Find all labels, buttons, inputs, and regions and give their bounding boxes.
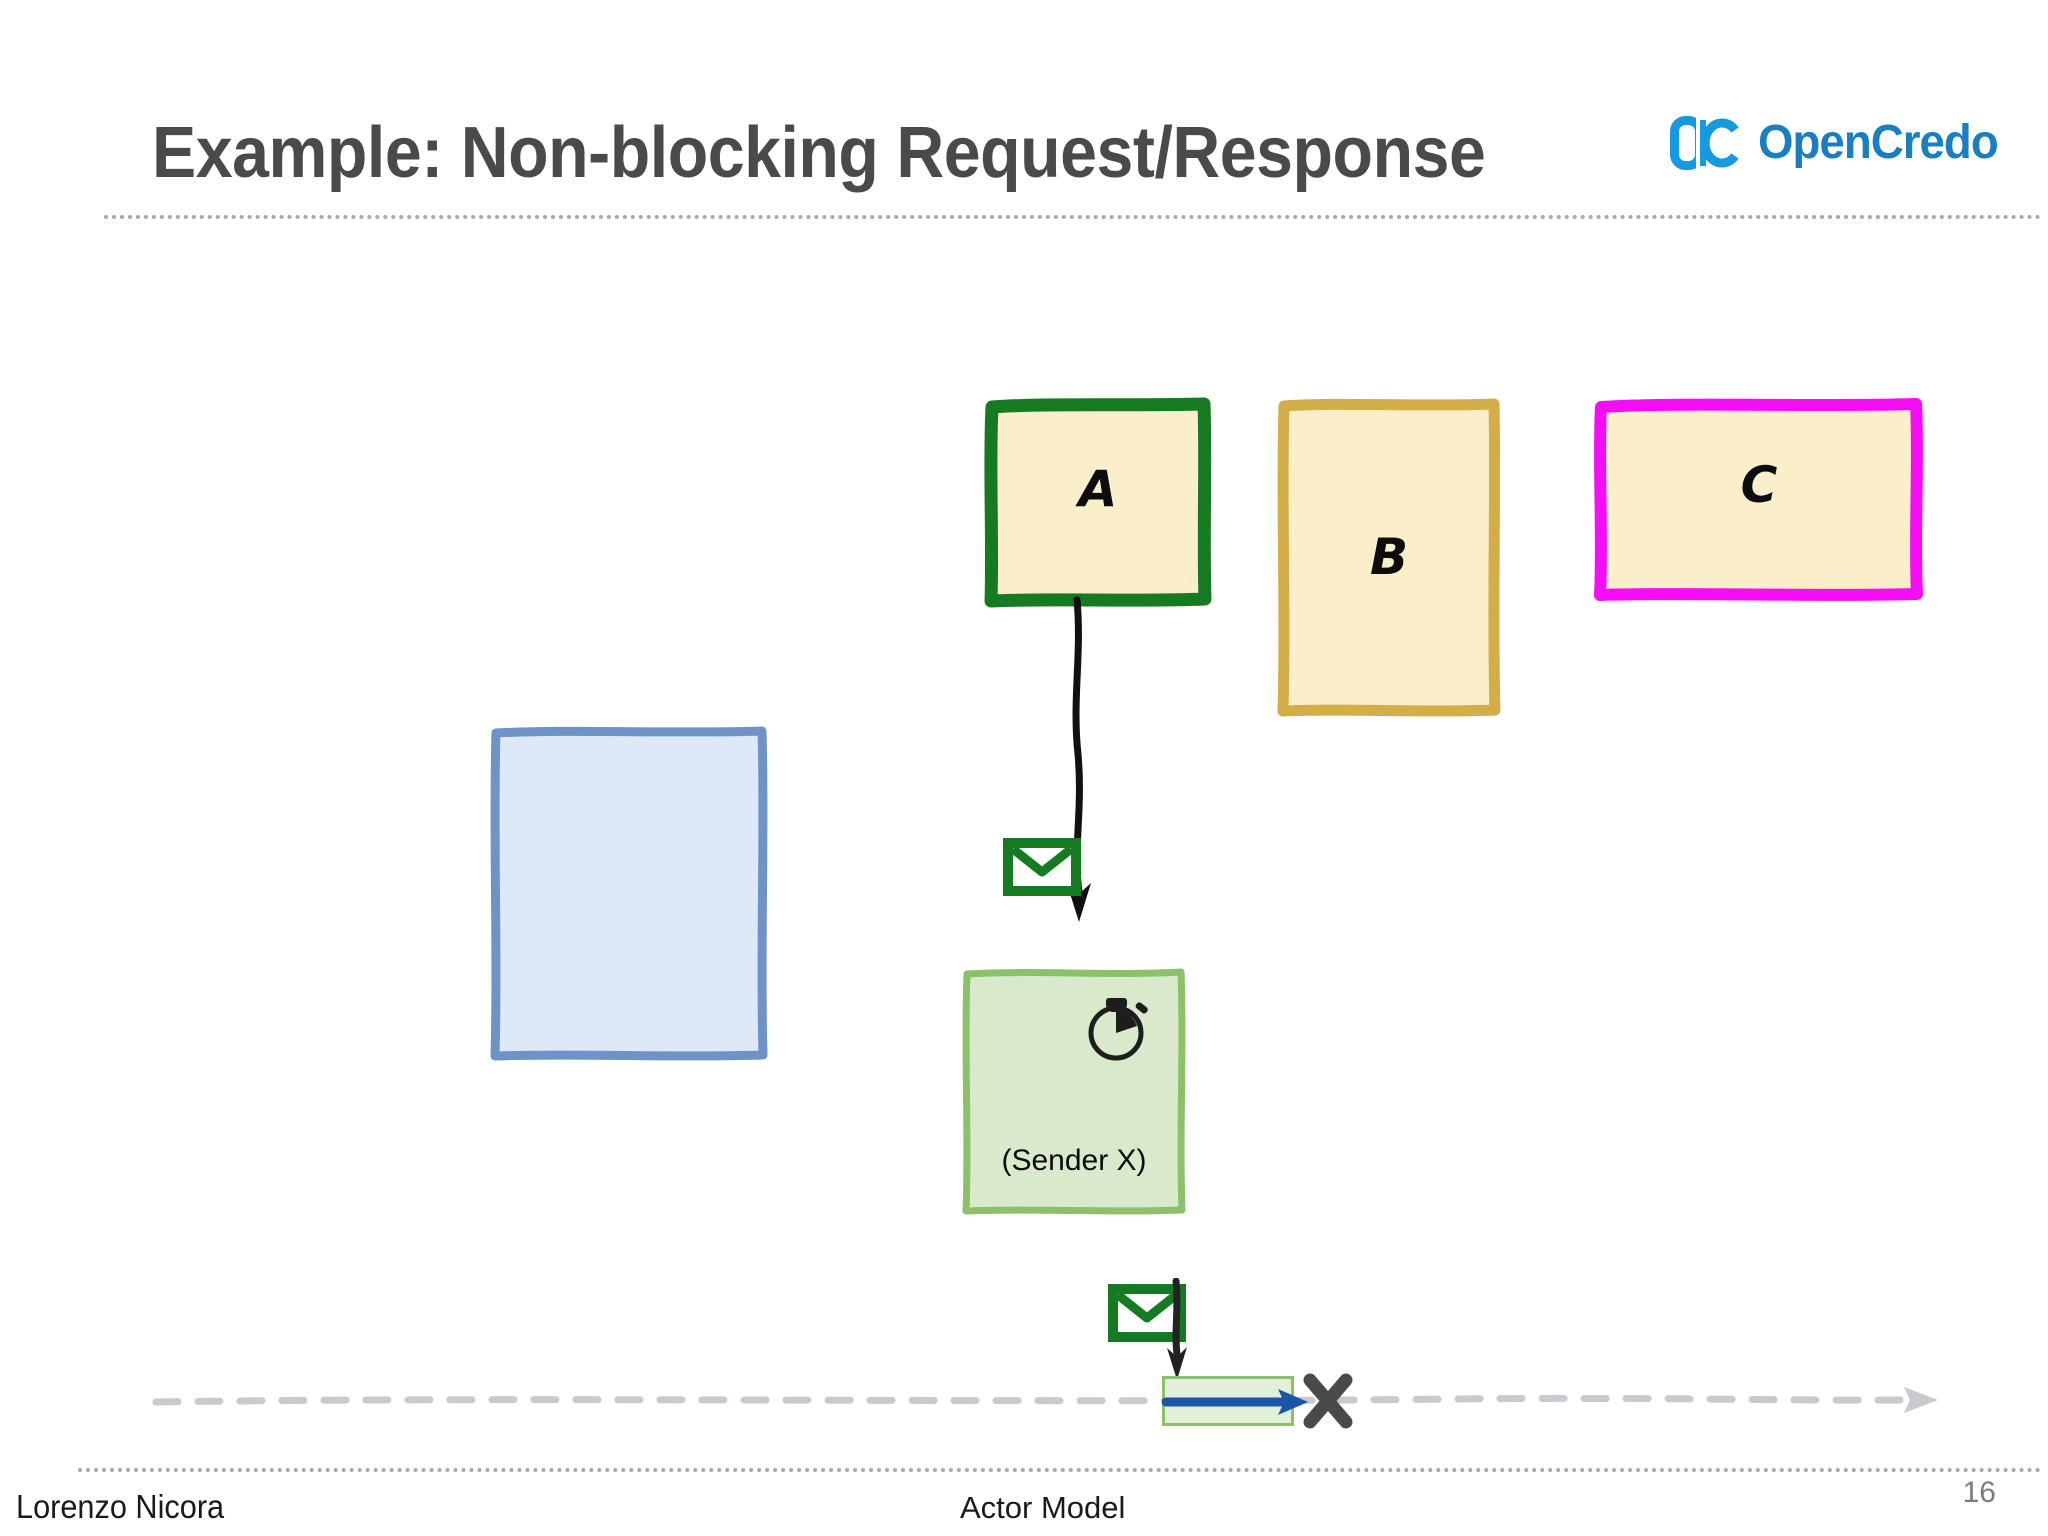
actor-box-a-label: A <box>1078 460 1118 518</box>
sender-box-label: (Sender X) <box>1001 1144 1147 1177</box>
envelope-message-2-icon <box>1108 1284 1186 1342</box>
actor-box-b-label: B <box>1369 528 1409 586</box>
empty-blue-box <box>490 726 768 1061</box>
actor-box-c: C <box>1594 398 1924 601</box>
arrow-sender-to-timeline <box>1167 1278 1187 1380</box>
timeout-cross-icon <box>1303 1373 1353 1429</box>
oc-monogram-icon <box>1670 116 1739 170</box>
opencredo-logo: OpenCredo <box>1668 112 2010 174</box>
actor-box-c-shape <box>1594 398 1923 601</box>
header-divider <box>104 215 2042 219</box>
sender-box-shape <box>962 968 1186 1215</box>
timeline-axis <box>152 1387 1938 1413</box>
footer-divider <box>78 1468 2042 1472</box>
page-number: 16 <box>1962 1476 1996 1509</box>
stopwatch-icon <box>1088 998 1148 1061</box>
actor-box-b: B <box>1277 398 1501 717</box>
footer-topic: Actor Model <box>960 1490 1126 1525</box>
actor-box-a: A <box>984 397 1212 608</box>
actor-box-b-shape <box>1277 398 1501 717</box>
actor-box-c-label: C <box>1740 456 1778 514</box>
actor-box-a-shape <box>984 397 1212 608</box>
timeout-progress-arrow <box>1162 1389 1308 1415</box>
footer-author: Lorenzo Nicora <box>16 1488 225 1525</box>
empty-blue-box-shape <box>490 726 768 1061</box>
page-title: Example: Non-blocking Request/Response <box>152 113 1486 193</box>
brand-wordmark: OpenCredo <box>1758 116 1999 169</box>
envelope-message-1-icon <box>1003 838 1081 896</box>
sender-box: (Sender X) <box>962 968 1186 1215</box>
